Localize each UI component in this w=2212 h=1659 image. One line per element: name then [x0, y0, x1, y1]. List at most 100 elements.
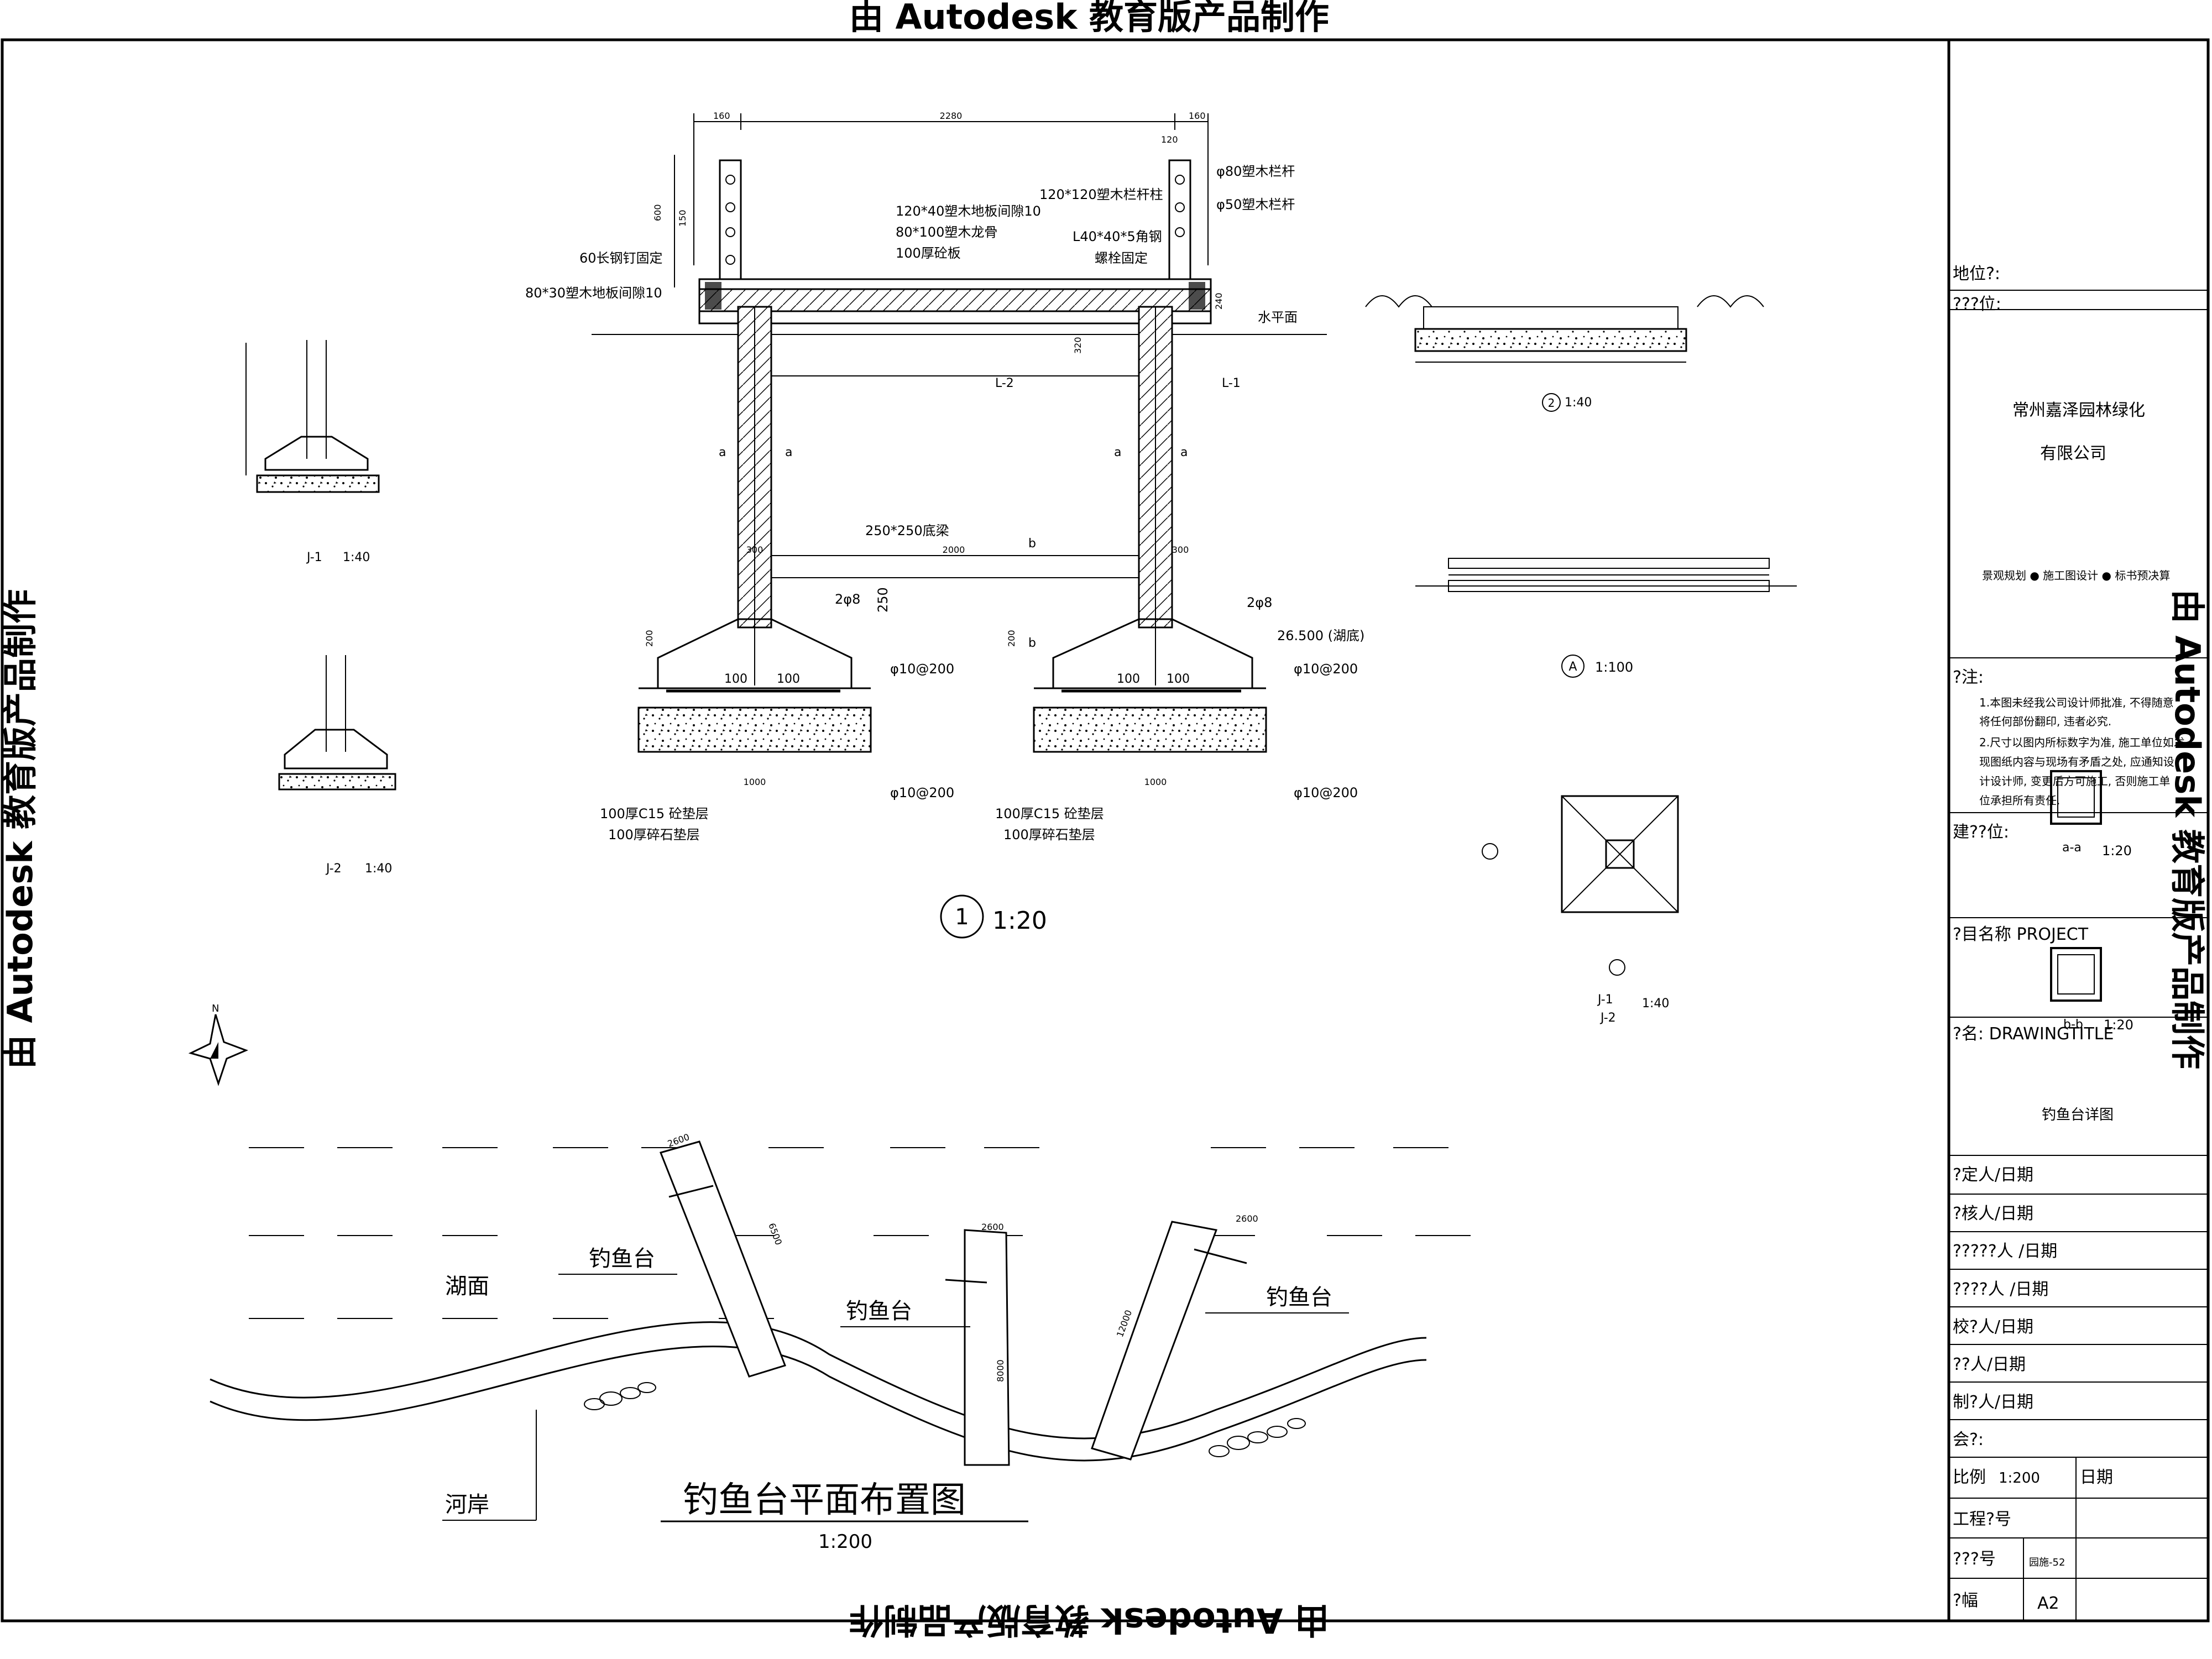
dim-200-left: 200 [644, 630, 655, 647]
tb-company-2: 有限公司 [2040, 444, 2106, 463]
plan-dim-4: 6500 [766, 1222, 784, 1247]
detail-j2: J-2 1:40 [278, 655, 396, 876]
plan-dim-2: 2600 [981, 1222, 1004, 1232]
dim-200-right: 200 [1006, 630, 1017, 647]
lbl-L2: L-2 [995, 376, 1014, 390]
plan-platform-label-1: 钓鱼台 [589, 1246, 655, 1271]
lbl-c15-left: 100厚C15 砼垫层 [600, 806, 709, 821]
tb-note-4: 现图纸内容与现场有矛盾之处, 应通知设 [1979, 755, 2174, 768]
dim-240: 240 [1214, 292, 1224, 310]
lbl-L1: L-1 [1222, 376, 1241, 390]
section-bb-scale: 1:20 [2104, 1017, 2133, 1033]
dim-250: 250 [875, 587, 891, 613]
cut-b-2: b [1028, 636, 1036, 650]
j1-label: J-1 [306, 551, 322, 564]
dim-320: 320 [1073, 337, 1083, 354]
lbl-phi10-d: φ10@200 [1294, 785, 1358, 800]
platform-2 [964, 1229, 1010, 1466]
j2-scale: 1:40 [365, 862, 392, 876]
detail-2-marker [1542, 393, 1561, 412]
detail-2: 2 1:40 [1365, 295, 1764, 412]
platform-1 [659, 1140, 786, 1378]
lbl-floor80: 80*30塑木地板间隙10 [525, 285, 662, 301]
section-1-scale: 1:20 [992, 907, 1047, 935]
tb-company-1: 常州嘉泽园林绿化 [2012, 401, 2145, 420]
dim-100-b: 100 [777, 672, 800, 686]
deck-board [698, 278, 1212, 290]
tb-drawing-title: 钓鱼台详图 [2042, 1107, 2114, 1123]
plan-title: 钓鱼台平面布置图 [683, 1480, 966, 1521]
tb-date-label: 日期 [2080, 1468, 2113, 1487]
lbl-bolt: 螺栓固定 [1095, 250, 1148, 266]
lbl-post: 120*120塑木栏杆柱 [1039, 187, 1163, 202]
lbl-grav-left: 100厚碎石垫层 [608, 827, 700, 842]
tb-row-6: ??人/日期 [1953, 1355, 2026, 1374]
cut-b-1: b [1028, 537, 1036, 551]
j1-plan-scale: 1:40 [1642, 997, 1669, 1011]
lbl-beam: 250*250底梁 [865, 523, 949, 538]
lbl-phi10-a: φ10@200 [890, 661, 954, 677]
dim-2280: 2280 [940, 111, 963, 121]
tb-row-4: ????人 /日期 [1953, 1280, 2048, 1299]
tb-size-value: A2 [2037, 1594, 2059, 1613]
plan-dim-5: 8000 [995, 1359, 1006, 1382]
detail-2-number: 2 [1548, 396, 1555, 410]
dim-100-d: 100 [1167, 672, 1190, 686]
plan-platform-label-2: 钓鱼台 [846, 1299, 912, 1324]
lbl-phi10-c: φ10@200 [890, 785, 954, 800]
tb-note-6: 位承担所有责任. [1979, 794, 2060, 807]
plan-lake-label: 湖面 [445, 1274, 489, 1299]
lbl-plank: 120*40塑木地板间隙10 [896, 203, 1041, 219]
lbl-rebar-right: 2φ8 [1247, 595, 1272, 610]
section-aa-label: a-a [2062, 841, 2082, 855]
lbl-phi10-b: φ10@200 [1294, 661, 1358, 677]
tb-drawing-no: 园施-52 [2029, 1557, 2065, 1568]
detail-a-scale: 1:100 [1595, 660, 1633, 675]
tb-services: 景观规划 ● 施工图设计 ● 标书预决算 [1982, 569, 2170, 582]
title-block: 地位?: ???位: 常州嘉泽园林绿化 有限公司 景观规划 ● 施工图设计 ● … [1949, 264, 2208, 1621]
dim-100-a: 100 [724, 672, 747, 686]
bank-line-inner [210, 1346, 1427, 1462]
lbl-grav-right: 100厚碎石垫层 [1003, 827, 1095, 842]
detail-2-scale: 1:40 [1565, 396, 1592, 410]
platform-3 [1091, 1221, 1218, 1461]
cut-a-4: a [1180, 446, 1188, 459]
plan-scale: 1:200 [818, 1531, 872, 1553]
dim-1000-left: 1000 [744, 777, 766, 787]
dim-160-left: 160 [713, 111, 730, 121]
plan-layout: N 湖面 钓鱼台 钓鱼台 [188, 1003, 1471, 1553]
lbl-water: 水平面 [1258, 310, 1298, 325]
lbl-joist: 80*100塑木龙骨 [896, 224, 997, 240]
cut-a-2: a [785, 446, 792, 459]
section-aa-scale: 1:20 [2102, 843, 2132, 859]
dim-2000: 2000 [943, 545, 965, 555]
dim-1000-right: 1000 [1144, 777, 1167, 787]
tb-row-1: ?定人/日期 [1953, 1165, 2033, 1185]
lbl-nail: 60长钢钉固定 [579, 250, 663, 266]
cut-a-3: a [1114, 446, 1121, 459]
lbl-rail50: φ50塑木栏杆 [1216, 197, 1295, 212]
bank-line [210, 1321, 1427, 1440]
tb-scale-label: 比例 [1953, 1468, 1986, 1487]
j1-scale: 1:40 [343, 551, 370, 564]
tb-notes-label: ?注: [1953, 668, 1984, 687]
tb-note-3: 2.尺寸以图内所标数字为准, 施工单位如发 [1979, 736, 2185, 749]
lbl-angle: L40*40*5角钢 [1073, 229, 1162, 244]
cut-a-1: a [719, 446, 726, 459]
dim-120: 120 [1161, 134, 1178, 145]
plan-dim-6: 12000 [1115, 1309, 1134, 1338]
lbl-level: 26.500 (湖底) [1277, 628, 1364, 643]
section-bb: b-b 1:20 [2050, 947, 2133, 1033]
detail-j1: J-1 1:40 [245, 340, 380, 564]
plan-bank-label: 河岸 [445, 1492, 489, 1517]
tb-project-no-label: 工程?号 [1953, 1510, 2011, 1529]
tb-client-label: 建??位: [1953, 823, 2009, 842]
tb-size-label: ?幅 [1953, 1591, 1978, 1610]
north-label: N [212, 1003, 219, 1014]
dim-160-right: 160 [1189, 111, 1206, 121]
lbl-rail80: φ80塑木栏杆 [1216, 164, 1295, 179]
watermark-bottom: 由 Autodesk 教育版产品制作 [849, 1600, 1329, 1641]
north-arrow-icon [188, 1014, 249, 1086]
section-aa: a-a 1:20 [2050, 770, 2132, 859]
